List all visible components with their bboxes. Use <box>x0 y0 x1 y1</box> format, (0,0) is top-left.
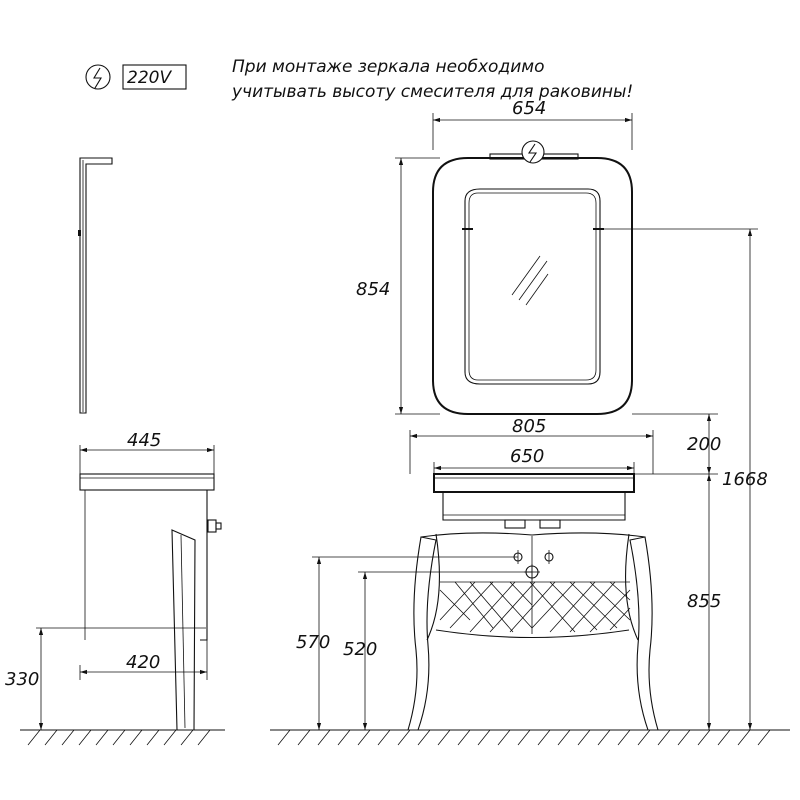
dimension-side-pipe-height: 330 <box>5 627 206 730</box>
vanity-front-view <box>407 473 659 731</box>
dimension-mirror-width: 654 <box>432 98 633 150</box>
electric-power-icon <box>85 64 111 90</box>
side-inner-depth-label: 420 <box>126 652 160 673</box>
voltage-box <box>122 64 187 90</box>
mirror-width-label: 654 <box>512 98 546 119</box>
installation-note-line-2: учитывать высоту смесителя для раковины! <box>232 82 634 102</box>
pipe-height-low-label: 520 <box>343 639 377 660</box>
lightning-bolt-icon <box>93 67 102 89</box>
mirror-side-profile <box>78 157 113 414</box>
dimension-sink-width: 650 <box>433 446 635 474</box>
vanity-right-leg <box>629 536 659 731</box>
mirror-lamp-power-icon <box>521 140 545 164</box>
pipe-height-high-label: 570 <box>296 632 330 653</box>
power-indicator: 220V <box>85 64 187 90</box>
dimension-mirror-gap: 200 <box>632 413 721 475</box>
side-pipe-height-label: 330 <box>5 669 39 690</box>
total-height-label: 1668 <box>722 469 768 490</box>
dimension-total-height: 1668 <box>604 228 768 730</box>
mirror-front-view <box>432 140 633 415</box>
decorative-lattice-pattern <box>439 581 631 633</box>
vanity-side-profile <box>79 473 222 731</box>
dimension-vanity-top-width: 805 <box>409 416 654 474</box>
dimension-side-depth: 445 <box>79 430 215 474</box>
vanity-height-label: 855 <box>687 591 721 612</box>
mirror-gap-label: 200 <box>687 434 721 455</box>
mirror-height-label: 854 <box>356 279 390 300</box>
dimension-vanity-height: 855 <box>687 474 721 730</box>
sink-width-label: 650 <box>510 446 544 467</box>
installation-note-line-1: При монтаже зеркала необходимо <box>232 57 545 77</box>
vanity-top-width-label: 805 <box>512 416 546 437</box>
dimension-pipe-heights: 570 520 <box>296 556 532 730</box>
installation-note: При монтаже зеркала необходимо учитывать… <box>232 55 672 105</box>
floor-lines <box>20 729 790 746</box>
voltage-label: 220V <box>127 68 172 88</box>
dimension-mirror-height: 854 <box>356 157 440 415</box>
vanity-left-leg <box>407 536 437 731</box>
water-inlet-fittings <box>513 550 554 580</box>
side-depth-label: 445 <box>127 430 161 451</box>
dimension-side-inner-depth: 420 <box>79 640 208 680</box>
